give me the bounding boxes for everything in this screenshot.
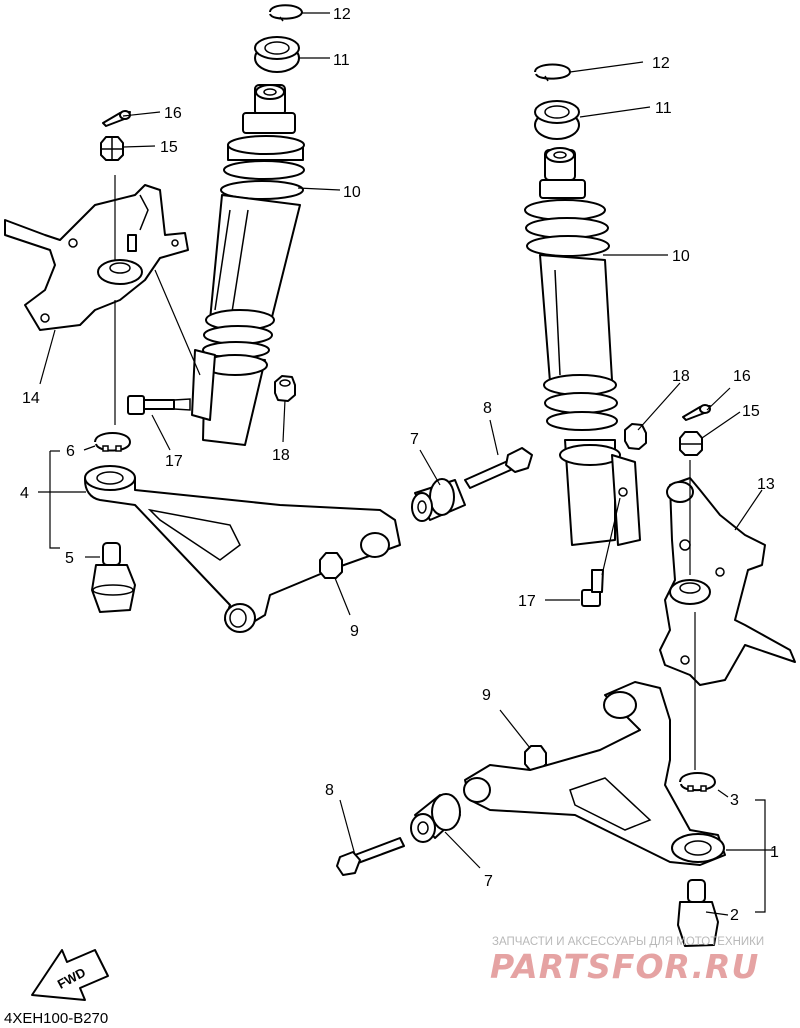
watermark-tagline: ЗАПЧАСТИ И АКСЕССУАРЫ ДЛЯ МОТОТЕХНИКИ	[492, 936, 764, 948]
lower-arm-part-1	[463, 681, 726, 866]
callout-2: 2	[730, 907, 739, 924]
knuckle-part-13	[659, 477, 796, 686]
callout-17-right: 17	[518, 593, 536, 610]
bolt-part-17-right	[581, 569, 604, 607]
leader-lines	[38, 12, 775, 916]
knuckle-part-14	[4, 184, 189, 331]
fwd-arrow-icon: FWD	[31, 949, 109, 1001]
bushing-part-7-left	[411, 478, 466, 522]
callout-14: 14	[22, 390, 40, 407]
callout-12-left: 12	[333, 6, 351, 23]
circlip-part-12-left	[269, 4, 303, 22]
ball-joint-part-5	[91, 542, 136, 613]
callout-6: 6	[66, 443, 75, 460]
callout-18-right: 18	[672, 368, 690, 385]
lower-arm-part-4	[84, 465, 401, 633]
bushing-part-7-right	[410, 793, 461, 843]
callout-10-right: 10	[672, 248, 690, 265]
callout-13: 13	[757, 476, 775, 493]
callout-10-left: 10	[343, 184, 361, 201]
nut-part-9-right	[524, 745, 547, 771]
callout-12-right: 12	[652, 55, 670, 72]
callout-5: 5	[65, 550, 74, 567]
circlip-part-6	[94, 432, 131, 452]
bolt-part-17-left	[127, 395, 191, 415]
shock-absorber-part-10-left	[191, 84, 305, 446]
bolt-part-8-left	[464, 447, 533, 489]
diagram-code: 4XEH100-B270	[4, 1010, 108, 1027]
callout-4: 4	[20, 485, 29, 502]
circlip-part-3	[679, 772, 716, 792]
bolt-part-8-right	[336, 837, 405, 876]
callout-15-right: 15	[742, 403, 760, 420]
watermark-brand: PARTSFOR.RU	[490, 947, 759, 986]
castle-nut-part-15-left	[100, 136, 124, 161]
seal-part-11-right	[534, 100, 580, 140]
nut-part-18-left	[274, 375, 296, 402]
callout-7-right: 7	[484, 873, 493, 890]
callout-7-left: 7	[410, 431, 419, 448]
callout-9-right: 9	[482, 687, 491, 704]
cotter-pin-part-16-right	[682, 404, 711, 421]
cotter-pin-part-16-left	[102, 110, 131, 127]
shock-absorber-part-10-right	[524, 147, 641, 546]
callout-numbers: 1 2 3 4 5 6 7 7 8 8 9 9 10 10 11 11 12 1…	[20, 6, 779, 924]
castle-nut-part-15-right	[679, 431, 703, 456]
callout-16-left: 16	[164, 105, 182, 122]
callout-15-left: 15	[160, 139, 178, 156]
callout-11-right: 11	[655, 100, 672, 117]
circlip-part-12-right	[534, 63, 571, 82]
seal-part-11-left	[254, 36, 300, 73]
ball-joint-part-2	[677, 879, 719, 947]
nut-part-9-left	[319, 552, 343, 579]
callout-16-right: 16	[733, 368, 751, 385]
callout-9-left: 9	[350, 623, 359, 640]
callout-11-left: 11	[333, 52, 350, 69]
watermark: ЗАПЧАСТИ И АКСЕССУАРЫ ДЛЯ МОТОТЕХНИКИ PA…	[490, 936, 764, 986]
callout-3: 3	[730, 792, 739, 809]
callout-8-right: 8	[325, 782, 334, 799]
callout-17-left: 17	[165, 453, 183, 470]
nut-part-18-right	[624, 423, 647, 450]
callout-8-left: 8	[483, 400, 492, 417]
callout-18-left: 18	[272, 447, 290, 464]
callout-1: 1	[770, 844, 779, 861]
